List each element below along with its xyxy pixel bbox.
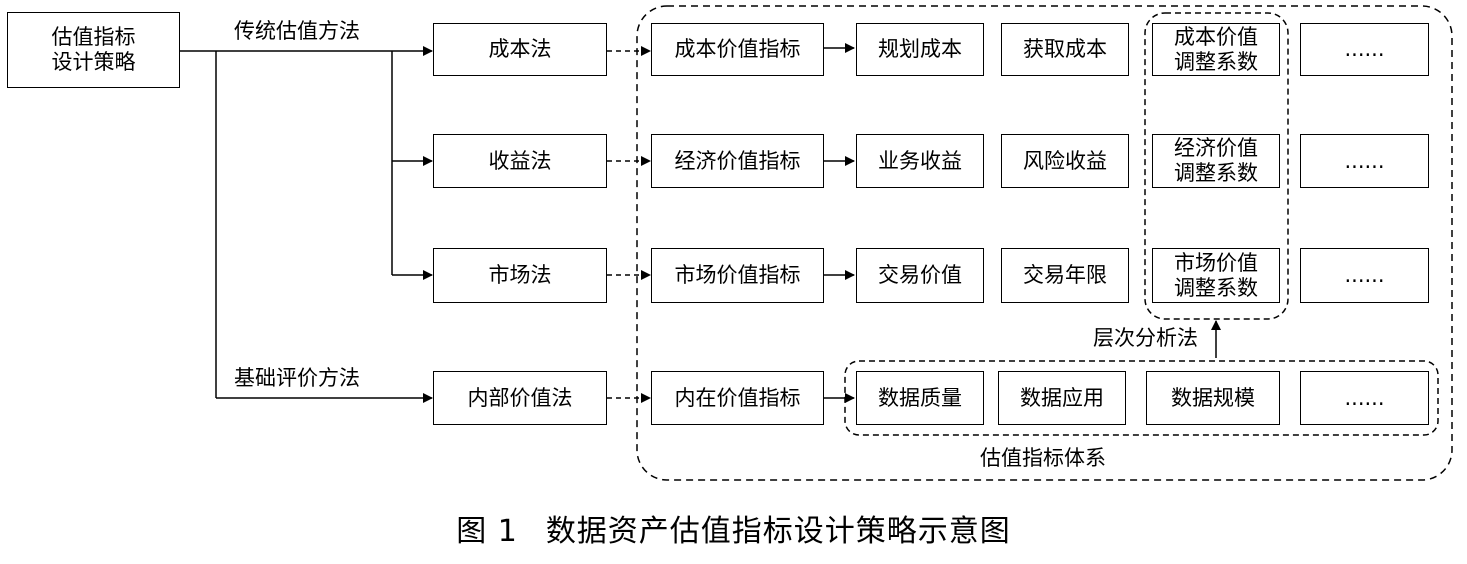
root-line-1: 估值指标 bbox=[51, 25, 136, 49]
factor-data-scale: 数据规模 bbox=[1146, 371, 1280, 425]
ahp-label: 层次分析法 bbox=[1093, 326, 1198, 350]
factor-trade-years: 交易年限 bbox=[1001, 248, 1129, 303]
system-label: 估值指标体系 bbox=[980, 446, 1106, 470]
factor-acquisition-cost: 获取成本 bbox=[1001, 23, 1129, 76]
adjustment-coefficient-group bbox=[1144, 12, 1289, 320]
factor-data-application: 数据应用 bbox=[998, 371, 1126, 425]
traditional-branch-label: 传统估值方法 bbox=[234, 19, 360, 43]
root-box: 估值指标 设计策略 bbox=[7, 12, 180, 88]
method-income: 收益法 bbox=[433, 134, 607, 188]
adjust-economic-line-1: 经济价值 bbox=[1174, 136, 1258, 160]
adjust-economic-line-2: 调整系数 bbox=[1174, 161, 1258, 185]
adjust-economic-coefficient: 经济价值 调整系数 bbox=[1152, 134, 1280, 188]
adjust-market-line-1: 市场价值 bbox=[1174, 250, 1258, 275]
adjust-market-line-2: 调整系数 bbox=[1174, 275, 1258, 300]
basic-branch-label: 基础评价方法 bbox=[234, 366, 360, 390]
ellipsis-box-4: ...... bbox=[1300, 371, 1429, 425]
adjust-cost-line-2: 调整系数 bbox=[1174, 49, 1258, 74]
root-line-2: 设计策略 bbox=[51, 50, 136, 74]
ellipsis-box-1: ...... bbox=[1300, 23, 1429, 76]
factor-risk-income: 风险收益 bbox=[1001, 134, 1129, 188]
caption-number: 图 1 bbox=[456, 514, 518, 549]
valuation-system-container bbox=[636, 5, 1453, 481]
indicator-economic: 经济价值指标 bbox=[651, 134, 824, 188]
adjust-market-coefficient: 市场价值 调整系数 bbox=[1152, 248, 1280, 303]
adjust-cost-line-1: 成本价值 bbox=[1174, 24, 1258, 49]
factor-planning-cost: 规划成本 bbox=[856, 23, 984, 76]
factor-data-quality: 数据质量 bbox=[856, 371, 984, 425]
adjust-cost-coefficient: 成本价值 调整系数 bbox=[1152, 23, 1280, 76]
ellipsis-box-2: ...... bbox=[1300, 134, 1429, 188]
indicator-market: 市场价值指标 bbox=[651, 248, 824, 303]
method-market: 市场法 bbox=[433, 248, 607, 303]
indicator-cost: 成本价值指标 bbox=[651, 23, 824, 76]
caption-title: 数据资产估值指标设计策略示意图 bbox=[545, 514, 1011, 549]
factor-trade-value: 交易价值 bbox=[856, 248, 984, 303]
factor-business-income: 业务收益 bbox=[856, 134, 984, 188]
figure-caption: 图 1 数据资产估值指标设计策略示意图 bbox=[0, 514, 1467, 550]
indicator-intrinsic: 内在价值指标 bbox=[651, 371, 824, 425]
ellipsis-box-3: ...... bbox=[1300, 248, 1429, 303]
method-internal: 内部价值法 bbox=[433, 371, 607, 425]
method-cost: 成本法 bbox=[433, 23, 607, 76]
